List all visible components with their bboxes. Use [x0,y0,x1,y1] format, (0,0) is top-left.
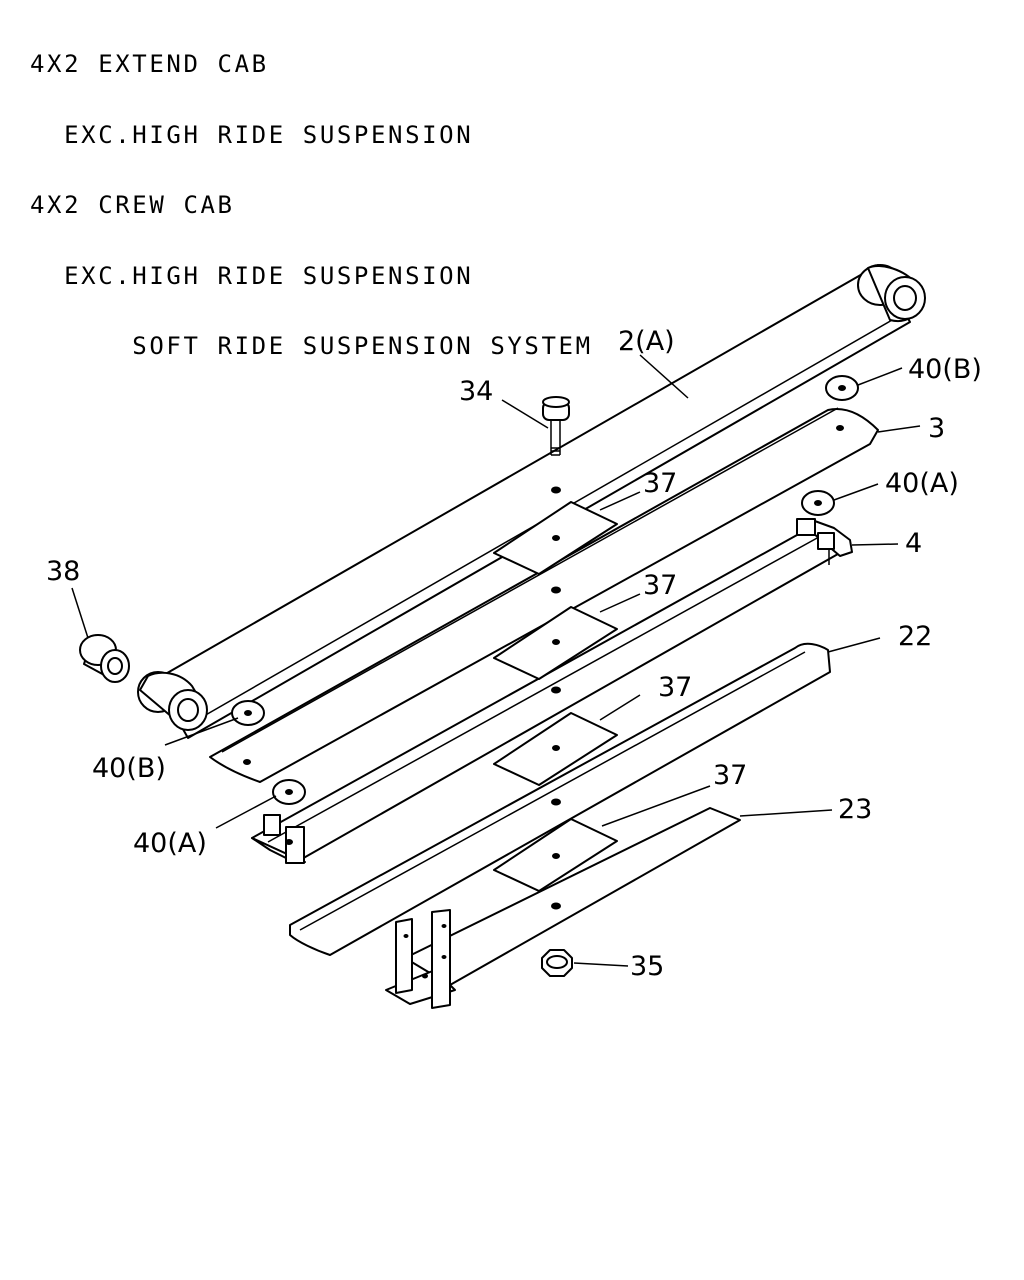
callout-40b-top: 40(B) [908,354,982,385]
callout-22: 22 [898,621,932,652]
leaf-4-with-clips[interactable] [251,518,853,864]
center-bolt-34[interactable] [542,396,570,456]
callout-40b-left: 40(B) [92,753,166,784]
applicability-notes: 4X2 EXTEND CAB EXC.HIGH RIDE SUSPENSION … [30,6,593,382]
note-line-2: EXC.HIGH RIDE SUSPENSION [30,120,474,149]
pad-37-d[interactable] [493,818,618,892]
callout-38: 38 [46,556,80,587]
note-line-1: 4X2 EXTEND CAB [30,50,269,78]
callout-37-2: 37 [643,570,677,601]
bushing-38[interactable] [79,634,130,683]
callout-4: 4 [905,528,922,559]
leaf-3[interactable] [209,407,879,783]
leader-lines [71,354,921,967]
pad-37-a[interactable] [493,501,618,575]
note-line-3: 4X2 CREW CAB [30,191,235,219]
nut-35[interactable] [541,949,573,977]
callout-37-4: 37 [713,760,747,791]
callout-40a-left: 40(A) [133,828,207,859]
callout-35: 35 [630,951,664,982]
note-line-4: EXC.HIGH RIDE SUSPENSION [30,261,474,290]
pad-37-b[interactable] [493,606,618,680]
callout-40a-top: 40(A) [885,468,959,499]
callout-34: 34 [459,376,493,407]
callout-37-1: 37 [643,468,677,499]
callout-2a: 2(A) [618,326,675,357]
main-leaf-2a[interactable] [137,264,926,739]
callout-23: 23 [838,794,872,825]
bottom-plate-23[interactable] [385,807,741,1009]
leaf-22[interactable] [289,642,831,956]
callout-37-3: 37 [658,672,692,703]
pad-37-c[interactable] [493,712,618,786]
callout-3: 3 [928,413,945,444]
note-line-5: SOFT RIDE SUSPENSION SYSTEM [30,332,593,360]
